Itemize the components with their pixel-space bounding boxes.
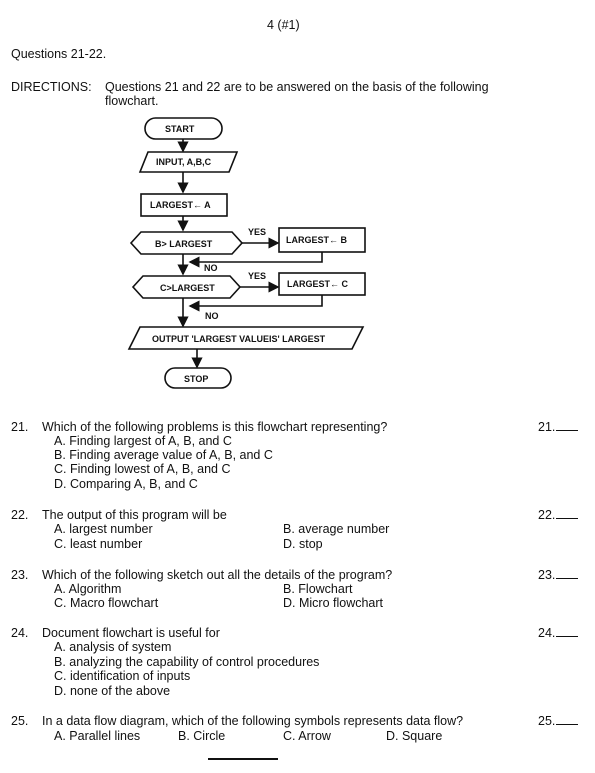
answer-21-label: 21. (538, 420, 556, 434)
directions-text-line1: Questions 21 and 22 are to be answered o… (105, 80, 489, 94)
start-label: START (165, 124, 195, 134)
question-24-option-c: C. identification of inputs (54, 669, 191, 683)
question-24-option-a: A. analysis of system (54, 640, 172, 654)
question-23-option-a: A. Algorithm (54, 582, 122, 596)
question-21-option-c: C. Finding lowest of A, B, and C (54, 462, 231, 476)
decision-c-label: C>LARGEST (160, 283, 215, 293)
answer-23-label: 23. (538, 568, 556, 582)
question-25-number: 25. (11, 714, 29, 728)
question-22-text: The output of this program will be (42, 508, 227, 522)
question-21-option-b: B. Finding average value of A, B, and C (54, 448, 273, 462)
question-24-option-d: D. none of the above (54, 684, 171, 698)
no-label-b: NO (204, 263, 218, 273)
question-23-option-b: B. Flowchart (283, 582, 353, 596)
answer-24-label: 24. (538, 626, 556, 640)
question-21-text: Which of the following problems is this … (42, 420, 388, 434)
question-22-option-a: A. largest number (54, 522, 153, 536)
question-21-option-d: D. Comparing A, B, and C (54, 477, 198, 491)
question-23-text: Which of the following sketch out all th… (42, 568, 393, 582)
question-22-option-c: C. least number (54, 537, 143, 551)
input-parallelogram (138, 151, 239, 173)
flowchart: START INPUT, A,B,C LARGEST← A B> LARGEST… (127, 117, 366, 389)
answer-blank-24[interactable]: 24. (538, 626, 579, 640)
section-title: Questions 21-22. (11, 47, 107, 61)
question-25-text: In a data flow diagram, which of the fol… (42, 714, 464, 728)
answer-25-label: 25. (538, 714, 556, 728)
decision-b (129, 231, 244, 255)
assign-b-label: LARGEST← B (286, 235, 348, 245)
question-23-option-c: C. Macro flowchart (54, 596, 159, 610)
question-23-number: 23. (11, 568, 29, 582)
answer-blank-22[interactable]: 22. (538, 508, 579, 522)
answer-22-label: 22. (538, 508, 556, 522)
assign-c-label: LARGEST← C (287, 279, 349, 289)
directions-label: DIRECTIONS: (11, 80, 92, 94)
question-21-number: 21. (11, 420, 29, 434)
answer-blank-21[interactable]: 21. (538, 420, 579, 434)
question-23-option-d: D. Micro flowchart (283, 596, 384, 610)
question-24-option-b: B. analyzing the capability of control p… (54, 655, 320, 669)
question-22-option-d: D. stop (283, 537, 323, 551)
stop-label: STOP (184, 374, 208, 384)
question-25-option-a: A. Parallel lines (54, 729, 141, 743)
input-label: INPUT, A,B,C (156, 157, 212, 167)
question-25-option-b: B. Circle (178, 729, 226, 743)
output-label: OUTPUT 'LARGEST VALUEIS' LARGEST (152, 334, 326, 344)
decision-b-label: B> LARGEST (155, 239, 213, 249)
question-25-option-d: D. Square (386, 729, 443, 743)
assign-a-label: LARGEST← A (150, 200, 211, 210)
question-22-option-b: B. average number (283, 522, 390, 536)
output-parallelogram (127, 326, 365, 350)
question-21-option-a: A. Finding largest of A, B, and C (54, 434, 232, 448)
question-24-text: Document flowchart is useful for (42, 626, 220, 640)
decision-c (131, 275, 242, 299)
assign-a-process (140, 193, 228, 217)
yes-label-b: YES (248, 227, 266, 237)
stop-terminator (164, 367, 232, 389)
answer-blank-23[interactable]: 23. (538, 568, 579, 582)
question-24-number: 24. (11, 626, 29, 640)
answer-blank-25[interactable]: 25. (538, 714, 579, 728)
question-25-option-c: C. Arrow (283, 729, 331, 743)
yes-label-c: YES (248, 271, 266, 281)
page-end-rule (208, 758, 278, 760)
question-22-number: 22. (11, 508, 29, 522)
directions-text-line2: flowchart. (105, 94, 159, 108)
page-header: 4 (#1) (267, 18, 300, 32)
no-label-c: NO (205, 311, 219, 321)
